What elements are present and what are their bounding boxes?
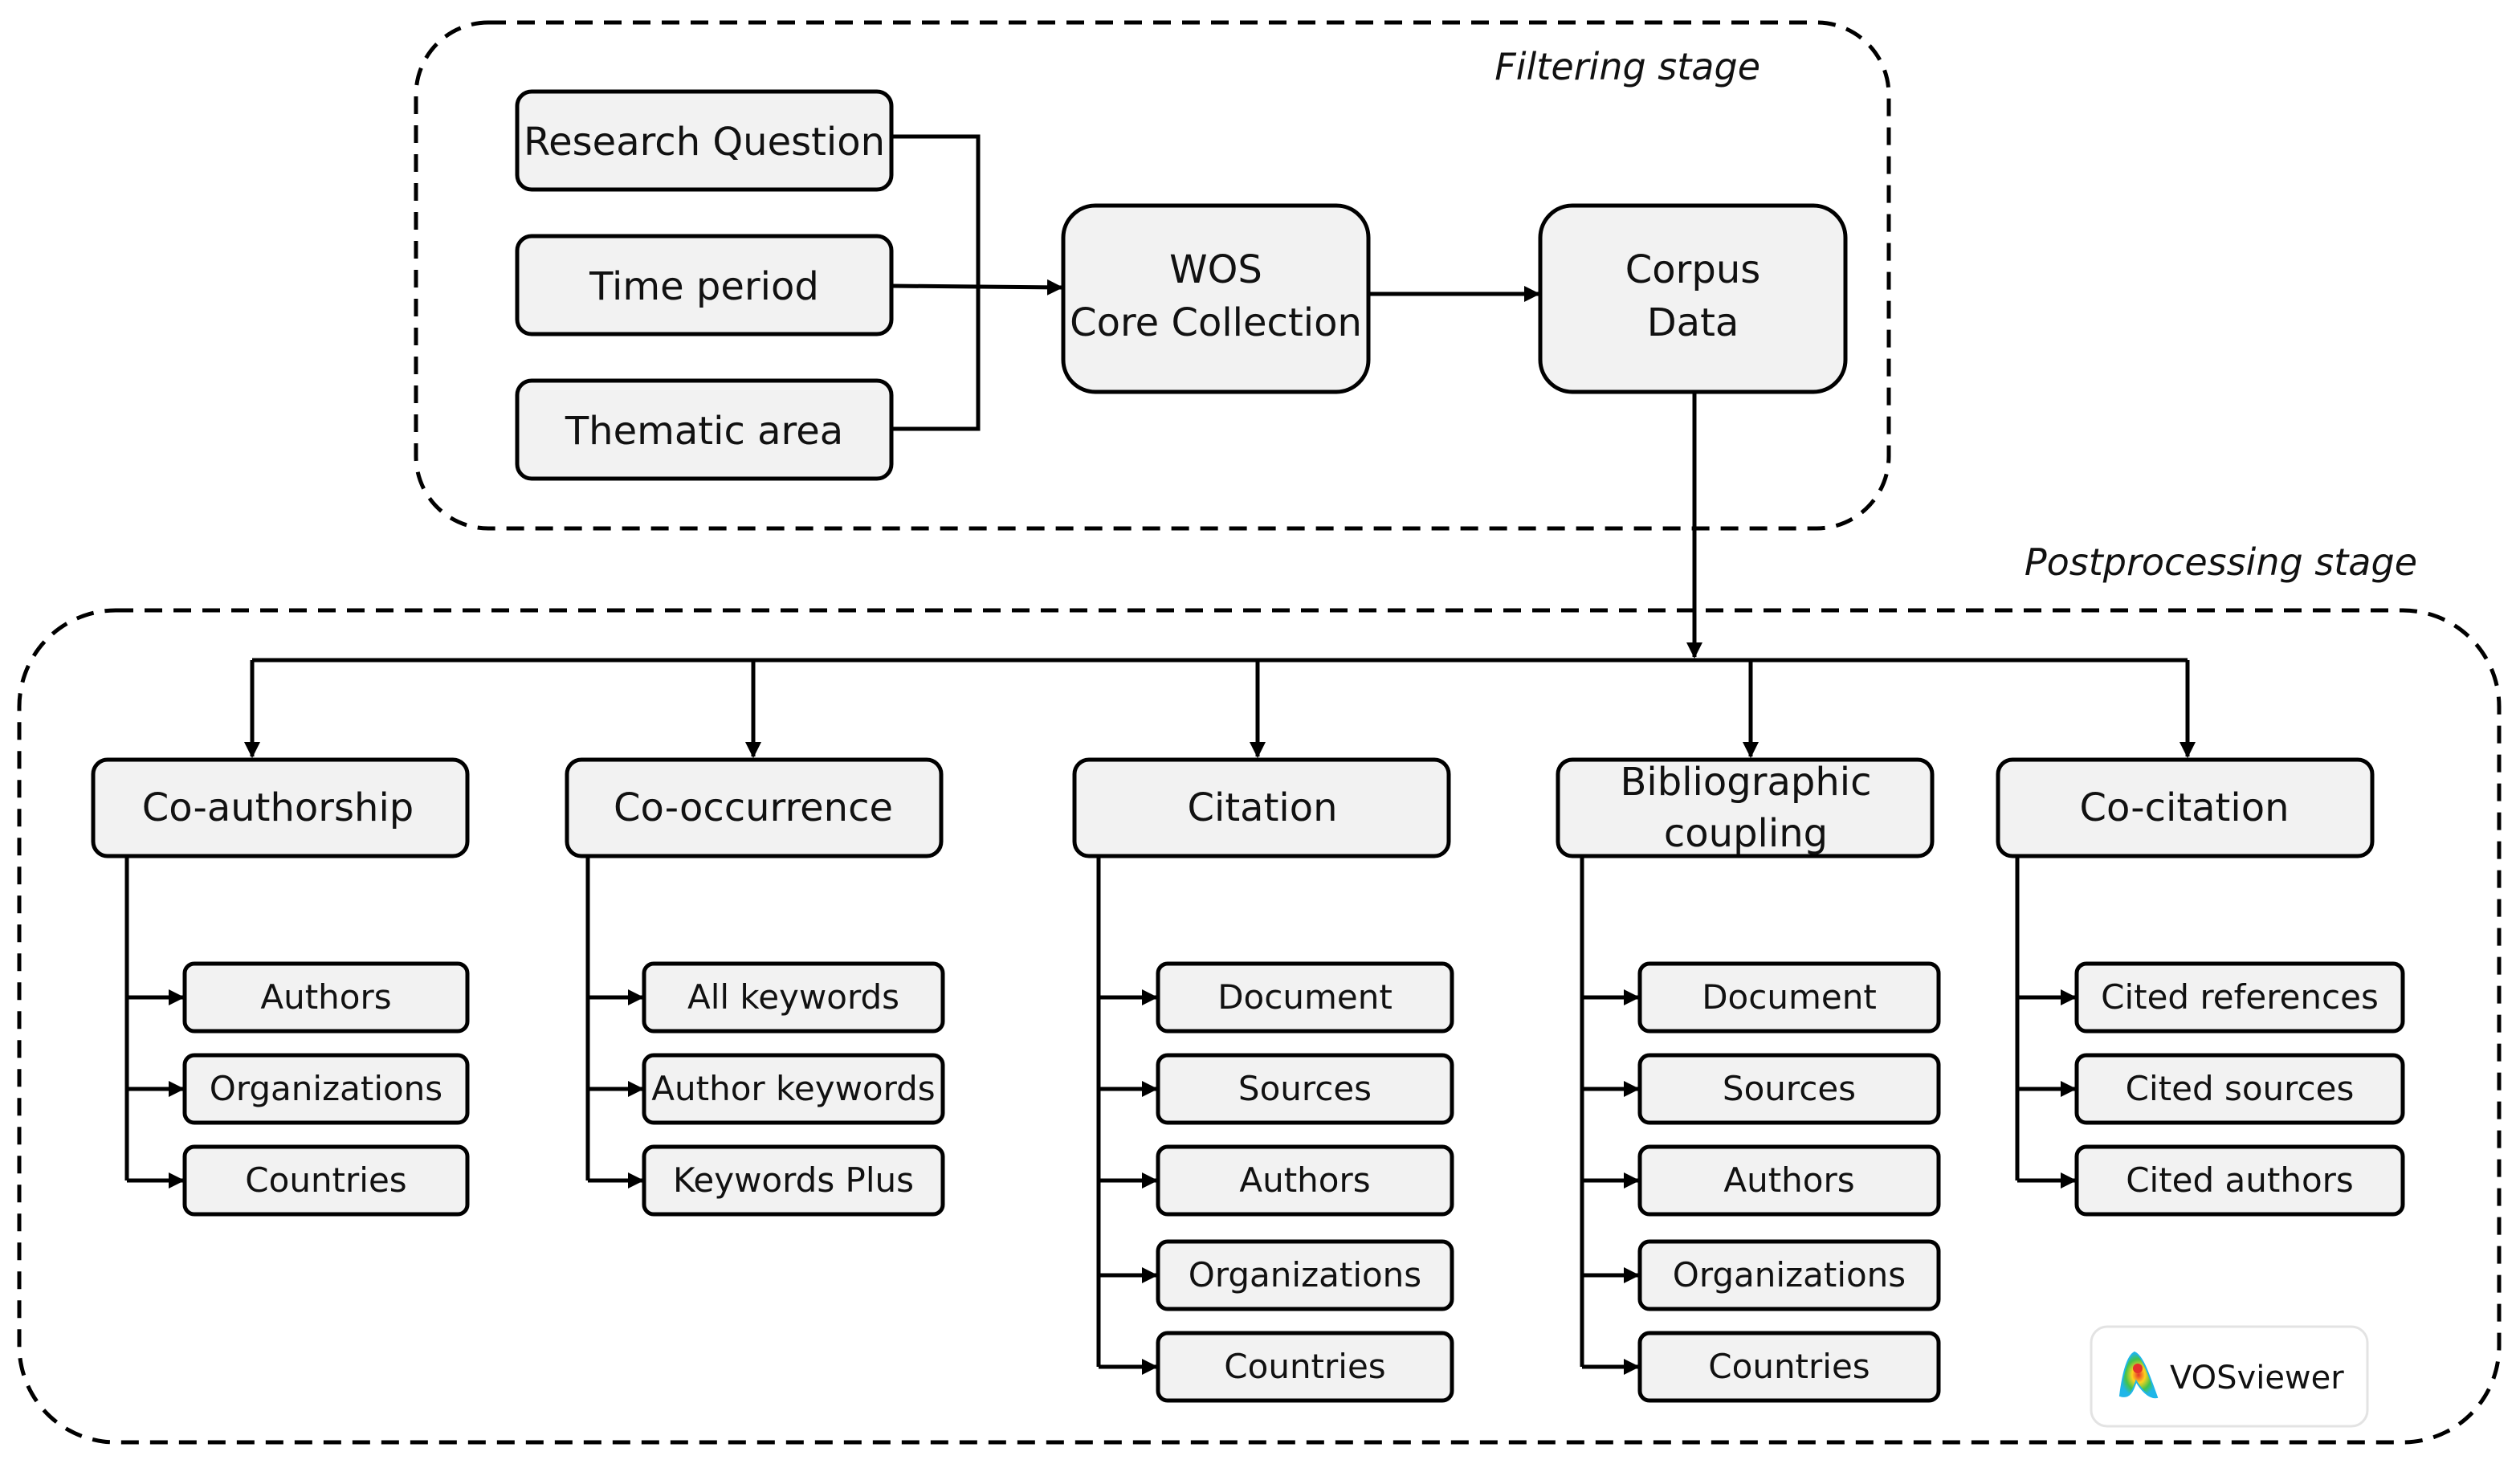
wos-core-collection-box: WOS Core Collection [1061,203,1371,394]
analysis-item-label: Countries [1708,1347,1870,1386]
analysis-item-box: Document [1156,961,1454,1034]
wos-label-line2: Core Collection [1070,300,1362,345]
analysis-item-box: Countries [1637,1331,1941,1403]
analysis-header-label: Co-authorship [142,785,414,830]
vosviewer-logo-text: VOSviewer [2170,1360,2344,1397]
analysis-item-label: Authors [1239,1160,1370,1200]
analysis-item-box: Author keywords [642,1053,945,1125]
analysis-item-label: Countries [1224,1347,1385,1386]
analysis-item-label: All keywords [687,977,899,1017]
filtering-stage-border [414,20,1891,531]
analysis-header-co-authorship: Co-authorship [91,757,470,858]
analysis-item-box: All keywords [642,961,945,1034]
input-label: Research Question [524,120,885,165]
analysis-item-label: Author keywords [651,1069,935,1108]
wos-label-line1: WOS [1169,247,1262,292]
analysis-header-citation: Citation [1072,757,1451,858]
input-label: Time period [589,264,819,309]
corpus-data-box: Corpus Data [1538,203,1848,394]
input-label: Thematic area [565,409,843,454]
analysis-item-box: Cited references [2074,961,2405,1034]
analysis-header-label: Co-citation [2080,785,2290,830]
analysis-item-box: Cited authors [2074,1144,2405,1217]
analysis-item-label: Cited sources [2126,1069,2355,1108]
analysis-item-box: Organizations [1156,1239,1454,1311]
analysis-item-box: Organizations [1637,1239,1941,1311]
input-box-thematic-area: Thematic area [515,378,894,481]
analysis-item-label: Organizations [210,1069,442,1108]
analysis-group-citation: CitationDocumentSourcesAuthorsOrganizati… [1072,660,1454,1403]
analysis-item-box: Authors [1156,1144,1454,1217]
analysis-header-co-citation: Co-citation [1996,757,2375,858]
postprocessing-stage-label: Postprocessing stage [2025,540,2417,584]
analysis-item-box: Document [1637,961,1941,1034]
analysis-item-label: Document [1702,977,1877,1017]
analysis-item-label: Organizations [1673,1255,1906,1295]
analysis-item-box: Keywords Plus [642,1144,945,1217]
analysis-item-label: Organizations [1189,1255,1421,1295]
filtering-stage-label: Filtering stage [1494,45,1760,88]
analysis-header-label: Co-occurrence [614,785,893,830]
analysis-item-label: Cited authors [2126,1160,2354,1200]
analysis-item-box: Countries [182,1144,470,1217]
analysis-header-label: Citation [1187,785,1337,830]
analysis-item-label: Authors [260,977,391,1017]
input-box-time-period: Time period [515,234,894,336]
analysis-item-label: Countries [245,1160,406,1200]
analysis-header-label: Bibliographic [1620,760,1871,805]
analysis-item-box: Cited sources [2074,1053,2405,1125]
analysis-item-label: Sources [1723,1069,1856,1108]
analysis-group-bibliographic-coupling: Bibliographic couplingDocumentSourcesAuth… [1556,660,1941,1403]
analysis-header-co-occurrence: Co-occurrence [565,757,944,858]
corpus-label-line1: Corpus [1625,247,1761,292]
corpus-label-line2: Data [1647,300,1739,345]
analysis-item-box: Sources [1637,1053,1941,1125]
input-connectors [891,134,1702,659]
analysis-item-label: Sources [1238,1069,1372,1108]
input-box-research-question: Research Question [515,89,894,192]
analysis-item-label: Keywords Plus [673,1160,914,1200]
analysis-header-bibliographic-coupling: Bibliographic coupling [1556,757,1935,858]
analysis-item-box: Sources [1156,1053,1454,1125]
analysis-item-box: Authors [182,961,470,1034]
analysis-group-co-authorship: Co-authorshipAuthorsOrganizationsCountri… [91,660,470,1217]
analysis-item-label: Document [1217,977,1393,1017]
analysis-header-label: coupling [1664,811,1828,856]
vosviewer-logo-icon [2118,1351,2159,1399]
analysis-item-label: Cited references [2101,977,2379,1017]
analysis-groups: Co-authorshipAuthorsOrganizationsCountri… [91,660,2405,1403]
postprocessing-stage-border [17,608,2502,1445]
analysis-item-box: Countries [1156,1331,1454,1403]
vosviewer-logo: VOSviewer [2090,1325,2369,1428]
analysis-item-box: Organizations [182,1053,470,1125]
analysis-item-label: Authors [1723,1160,1854,1200]
analysis-item-box: Authors [1637,1144,1941,1217]
